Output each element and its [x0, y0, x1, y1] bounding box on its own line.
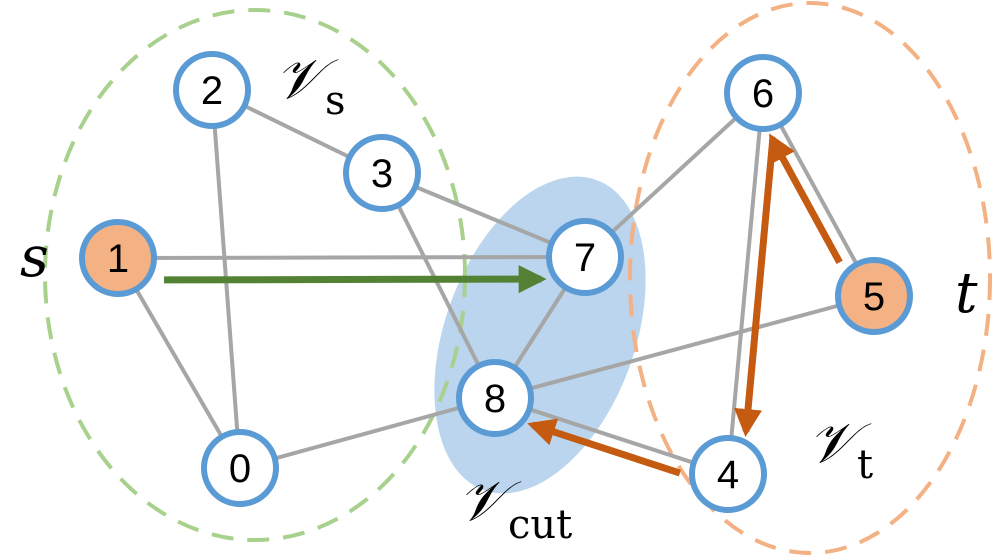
source-label: s	[20, 225, 49, 290]
node-circle	[724, 54, 802, 132]
node-3: 3	[343, 134, 421, 212]
path-arrow-5-6	[768, 133, 843, 265]
edge-0-8	[239, 396, 496, 470]
node-6: 6	[724, 54, 802, 132]
node-label: 2	[201, 69, 223, 113]
edge-7-6	[583, 91, 765, 259]
node-7: 7	[546, 218, 624, 296]
node-label: 1	[107, 237, 129, 281]
node-label: 7	[574, 236, 596, 280]
path-arrow-1-7	[164, 265, 547, 294]
node-circle	[835, 257, 913, 335]
node-1: 1	[79, 219, 157, 297]
node-label: 8	[484, 377, 506, 421]
node-label: 3	[371, 152, 393, 196]
edge-6-4	[726, 92, 765, 475]
node-circle	[456, 359, 534, 437]
node-4: 4	[689, 435, 767, 513]
path-arrow-4-8	[527, 418, 682, 477]
edge-1-0	[116, 256, 242, 470]
vs-label: 𝒱 s	[275, 47, 346, 124]
svg-text:t: t	[857, 442, 873, 488]
svg-text:s: s	[325, 78, 346, 124]
edge-8-4	[494, 396, 729, 476]
node-0: 0	[201, 429, 279, 507]
node-label: 5	[863, 275, 885, 319]
node-2: 2	[173, 51, 251, 129]
nodes-layer: 0 1 2 3 4 5 6 7 8	[79, 51, 913, 513]
node-label: 4	[717, 453, 739, 497]
node-8: 8	[456, 359, 534, 437]
vt-region	[628, 1, 992, 555]
node-circle	[79, 219, 157, 297]
target-label: t	[955, 261, 978, 326]
node-circle	[173, 51, 251, 129]
edge-1-7	[117, 255, 586, 260]
node-label: 6	[752, 72, 774, 116]
edge-8-5	[494, 294, 875, 400]
vs-region	[43, 8, 467, 542]
node-circle	[689, 435, 767, 513]
node-circle	[546, 218, 624, 296]
node-circle	[201, 429, 279, 507]
vt-label: 𝒱 t	[808, 411, 873, 488]
node-5: 5	[835, 257, 913, 335]
highlighted-paths-layer	[164, 133, 843, 477]
svg-text:cut: cut	[508, 502, 572, 548]
path-arrow-6-4	[734, 139, 777, 438]
node-circle	[343, 134, 421, 212]
edge-3-8	[380, 172, 497, 399]
node-label: 0	[229, 447, 251, 491]
